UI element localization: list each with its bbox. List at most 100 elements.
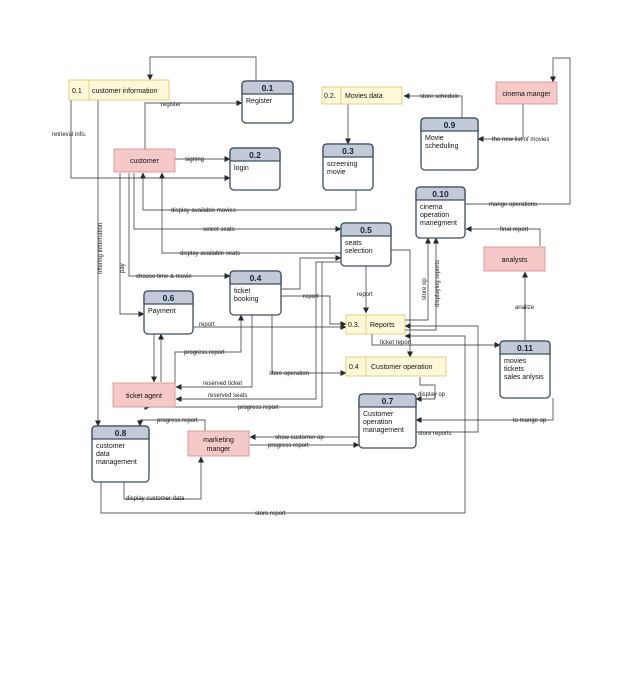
flow-label-show-customer-op: show customer op <box>275 435 324 441</box>
flow-line <box>149 262 323 410</box>
entity-marketing-manger[interactable]: marketing manger <box>187 430 250 457</box>
flow-line <box>144 100 243 150</box>
process-header <box>229 147 281 162</box>
entity-label-line1: marketing <box>203 437 234 444</box>
flow-line <box>281 255 342 290</box>
process-label-line: ticket <box>234 288 250 295</box>
flow-label-pay: pay <box>120 263 126 273</box>
flow-labels: register retrieval info. signing store s… <box>52 94 549 517</box>
process-number: 0.6 <box>163 293 175 303</box>
process-number: 0.10 <box>432 189 449 199</box>
flow-label-store-report: store report <box>255 511 286 517</box>
process-label-line: management <box>96 459 137 466</box>
process-label-line: customer <box>96 443 125 450</box>
flow-label-reserved-seats: reserved seats <box>208 393 247 399</box>
entity-label: cinema manger <box>502 91 551 98</box>
flow-line <box>123 456 204 500</box>
flow-line <box>281 295 347 327</box>
flow-label-mange-operations: mange operations <box>489 202 537 208</box>
flow-label-display-seats: display available seats <box>180 251 240 257</box>
store-id: 0.3. <box>348 322 360 329</box>
process-label-line: movies <box>504 358 527 365</box>
process-label-line: sales anlysis <box>504 374 544 381</box>
process-header <box>241 80 294 95</box>
store-name: Movies data <box>345 93 383 100</box>
process-number: 0.1 <box>262 83 274 93</box>
process-number: 0.9 <box>444 120 456 130</box>
flow-label-to-mange-op: to mange op <box>513 418 547 424</box>
store-id: 0.4 <box>349 364 359 371</box>
entity-cinema-manger[interactable]: cinema manger <box>495 81 558 105</box>
process-label-line: cinema <box>420 204 443 211</box>
process-number: 0.7 <box>382 396 394 406</box>
entity-label: ticket agent <box>126 393 162 400</box>
flow-label-store-operation: store operation <box>269 371 309 377</box>
process-header <box>420 117 479 132</box>
process-label-line: booking <box>234 296 259 303</box>
flow-line <box>100 333 466 514</box>
store-name: Customer operation <box>371 364 433 371</box>
flow-label-analize: analize <box>515 305 535 311</box>
flow-label-displaying-reports: displaying reports <box>435 260 441 307</box>
flow-line <box>371 334 501 348</box>
entity-customer[interactable]: customer <box>113 148 176 173</box>
flow-line <box>175 315 253 390</box>
flow-line <box>271 315 347 376</box>
flow-line <box>477 104 524 142</box>
store-customer-information[interactable]: 0.1 customer information <box>68 79 170 101</box>
process-label-line: tickets <box>504 366 524 373</box>
flow-label-select-seats: select seats <box>203 227 235 233</box>
process-label-line: manegment <box>420 220 457 227</box>
process-header <box>229 270 282 285</box>
flow-line <box>147 56 257 81</box>
process-label-line: seats <box>345 240 362 247</box>
flow-label-report-selection: report <box>357 292 373 298</box>
flow-line <box>140 172 357 211</box>
flow-label-store-schedule: store schedule <box>420 94 460 100</box>
flow-line <box>403 93 463 118</box>
process-label-line: Register <box>246 98 273 105</box>
store-reports[interactable]: 0.3. Reports <box>345 314 406 335</box>
process-layer: 0.1Register0.2login0.3screeningmovie0.4t… <box>91 80 551 483</box>
flow-line <box>137 419 206 431</box>
store-name: Reports <box>370 322 395 329</box>
entity-label: analysts <box>502 257 528 264</box>
process-number: 0.3 <box>342 146 354 156</box>
store-id: 0.2. <box>324 93 336 100</box>
flow-label-final-report: final report <box>500 227 529 233</box>
flow-label-report-payment: report <box>199 322 215 328</box>
flow-line <box>465 57 571 205</box>
store-name: customer information <box>92 88 157 95</box>
entity-label: customer <box>130 158 159 165</box>
process-label-line: Payment <box>148 308 176 315</box>
process-number: 0.2 <box>249 150 261 160</box>
store-customer-operation[interactable]: 0.4 Customer operation <box>345 356 447 377</box>
process-number: 0.11 <box>517 343 533 353</box>
process-label-line: movie <box>327 169 346 176</box>
flow-label-register: register <box>161 102 181 108</box>
entity-analysts[interactable]: analysts <box>483 246 546 272</box>
flow-line <box>175 261 341 402</box>
flow-label-display-customer-data: display customer data <box>126 496 185 502</box>
flow-lines <box>70 56 571 514</box>
entity-ticket-agent[interactable]: ticket agent <box>112 382 176 408</box>
flow-line <box>133 173 342 232</box>
flow-label-ticket-report: ticket report <box>380 340 412 346</box>
flow-label-progress-report-b: progress report <box>238 405 279 411</box>
store-movies-data[interactable]: 0.2. Movies data <box>321 86 403 105</box>
process-header <box>91 425 150 440</box>
process-number: 0.4 <box>250 273 262 283</box>
flow-line <box>119 173 145 317</box>
